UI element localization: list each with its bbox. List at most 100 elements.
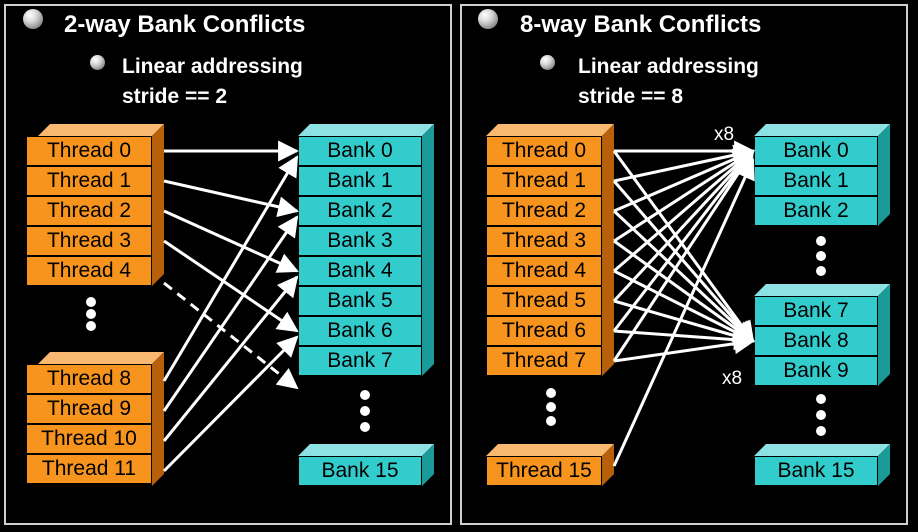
bank-stack-side-edge [422,124,434,376]
thread-stack-side-edge [152,352,164,486]
multiplier-label-top: x8 [714,124,735,145]
thread-cell: Thread 1 [26,166,152,196]
thread-cell: Thread 2 [26,196,152,226]
bank-cell: Bank 6 [298,316,422,346]
thread-cell: Thread 6 [486,316,602,346]
arrow [613,329,756,351]
arrow [163,239,299,333]
bank-cell: Bank 7 [754,296,878,326]
ellipsis-dot [546,388,556,398]
bank-stack-top-edge [754,124,890,136]
arrow [162,335,299,473]
ellipsis-dot [86,297,96,307]
bullet-icon [540,55,555,70]
arrow [162,155,299,382]
arrow [613,269,755,343]
thread-cell: Thread 10 [26,424,152,454]
bank-stack-top-edge [754,444,890,456]
arrow [612,150,755,343]
bank-cell: Bank 4 [298,256,422,286]
thread-cell: Thread 8 [26,364,152,394]
thread-stack-top-edge [486,124,614,136]
thread-cell: Thread 3 [26,226,152,256]
thread-cell: Thread 0 [486,136,602,166]
arrow [613,144,756,183]
bank-cell: Bank 7 [298,346,422,376]
left-subtitle-line1: Linear addressing [122,55,303,78]
ellipsis-dot [816,266,826,276]
left-subtitle-line2: stride == 2 [122,85,228,108]
thread-cell: Thread 0 [26,136,152,166]
thread-stack-side-edge [152,124,164,286]
ellipsis-dot [816,236,826,246]
thread-cell: Thread 15 [486,456,602,486]
bank-stack-side-edge [422,444,434,486]
bullet-icon [23,9,43,29]
thread-stack-top-edge [38,352,164,364]
bank-cell: Bank 15 [298,456,422,486]
thread-cell: Thread 2 [486,196,602,226]
bank-stack-side-edge [878,284,890,386]
ellipsis-dot [86,309,96,319]
bank-stack-top-edge [298,124,434,136]
arrow [612,180,755,343]
bank-cell: Bank 3 [298,226,422,256]
thread-cell: Thread 7 [486,346,602,376]
right-panel [460,4,908,525]
thread-cell: Thread 4 [486,256,602,286]
thread-stack-top-edge [38,124,164,136]
arrow [612,158,755,467]
thread-cell: Thread 4 [26,256,152,286]
ellipsis-dot [546,402,556,412]
multiplier-label-bottom: x8 [722,368,743,389]
arrow [613,333,756,363]
right-title: 8-way Bank Conflicts [520,11,762,38]
thread-stack-top-edge [486,444,614,456]
arrow [613,149,755,273]
ellipsis-dot [816,394,826,404]
ellipsis-dot [546,416,556,426]
thread-stack-side-edge [602,444,614,486]
thread-cell: Thread 11 [26,454,152,484]
bank-cell: Bank 8 [754,326,878,356]
right-subtitle-line1: Linear addressing [578,55,759,78]
thread-cell: Thread 9 [26,394,152,424]
ellipsis-dot [360,390,370,400]
bullet-icon [478,9,498,29]
bullet-icon [90,55,105,70]
arrow [162,215,299,412]
arrow [612,209,755,343]
arrow [162,275,299,442]
left-panel [4,4,452,525]
ellipsis-dot [816,426,826,436]
bank-stack-side-edge [878,444,890,486]
bank-stack-top-edge [754,284,890,296]
right-subtitle-line2: stride == 8 [578,85,684,108]
bank-cell: Bank 9 [754,356,878,386]
arrow [163,179,300,218]
arrow [612,149,755,332]
thread-cell: Thread 5 [486,286,602,316]
thread-cell: Thread 3 [486,226,602,256]
arrow [163,281,299,390]
bank-cell: Bank 0 [298,136,422,166]
arrow [612,149,755,362]
ellipsis-dot [816,251,826,261]
arrow [613,149,755,243]
ellipsis-dot [816,410,826,420]
bank-stack-side-edge [878,124,890,226]
arrow [613,239,755,343]
arrow [163,209,299,273]
bank-cell: Bank 5 [298,286,422,316]
ellipsis-dot [360,406,370,416]
thread-cell: Thread 1 [486,166,602,196]
bank-stack-top-edge [298,444,434,456]
ellipsis-dot [86,321,96,331]
ellipsis-dot [360,422,370,432]
arrow [613,148,755,213]
bank-cell: Bank 2 [298,196,422,226]
bank-cell: Bank 2 [754,196,878,226]
arrow [612,149,755,303]
bank-cell: Bank 15 [754,456,878,486]
